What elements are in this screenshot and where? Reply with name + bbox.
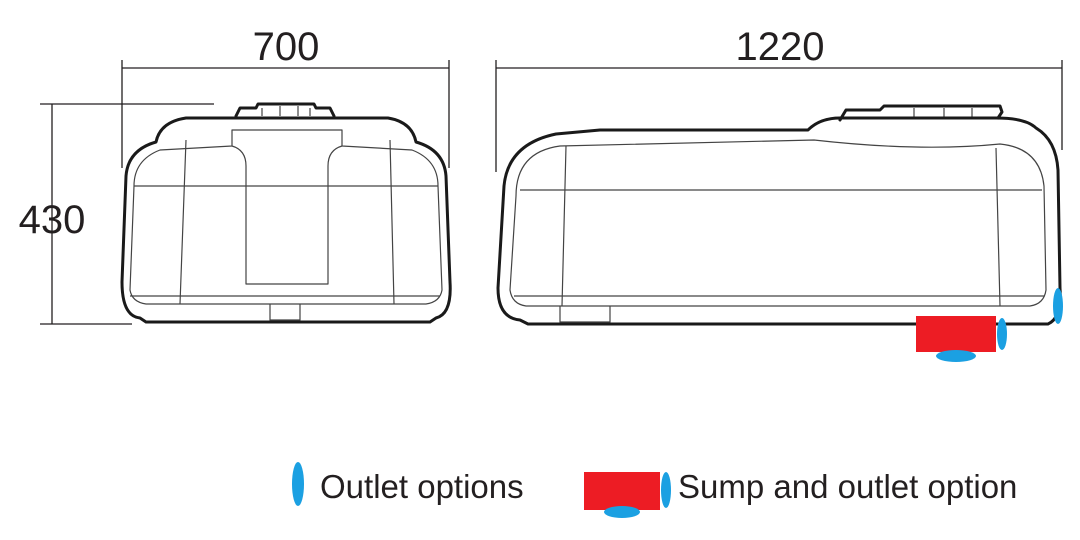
outlet-legend-swatch: [292, 462, 304, 506]
front-inner-contour: [129, 129, 443, 305]
sump-legend-label: Sump and outlet option: [678, 468, 1017, 505]
front-lid-detail: [261, 106, 311, 116]
side-length-dimension: 1220: [495, 25, 1063, 172]
front-width-dimension: 700: [121, 25, 450, 168]
sump-legend-swatch: [584, 472, 660, 510]
side-body-outline: [496, 116, 1062, 326]
side-length-label: 1220: [736, 25, 825, 69]
front-width-label: 700: [253, 25, 320, 69]
side-lid-detail: [913, 108, 973, 118]
sump-legend-outlet-swatch: [604, 506, 640, 518]
front-lid: [234, 102, 336, 118]
side-lid: [838, 104, 1004, 122]
legend: Outlet options Sump and outlet option: [292, 462, 1017, 518]
side-outlet-indicator-end: [1053, 288, 1063, 324]
side-bottom-notch: [559, 306, 611, 323]
side-outlet-indicator-bottom: [997, 318, 1007, 350]
side-panel-lines: [514, 145, 1044, 307]
front-bottom-notch: [269, 304, 301, 321]
height-dimension: 430: [19, 103, 214, 325]
side-inner-contour: [509, 139, 1047, 307]
tank-front-view: [120, 102, 452, 324]
front-body-outline: [120, 116, 452, 324]
front-center-channel: [231, 145, 343, 285]
tank-side-view: [496, 104, 1062, 326]
outlet-legend-label: Outlet options: [320, 468, 524, 505]
sump-outlet-indicator: [936, 350, 976, 362]
sump-indicator: [916, 316, 996, 352]
height-label: 430: [19, 198, 86, 242]
front-panel-lines: [130, 139, 440, 305]
sump-legend-side-outlet-swatch: [661, 472, 671, 508]
